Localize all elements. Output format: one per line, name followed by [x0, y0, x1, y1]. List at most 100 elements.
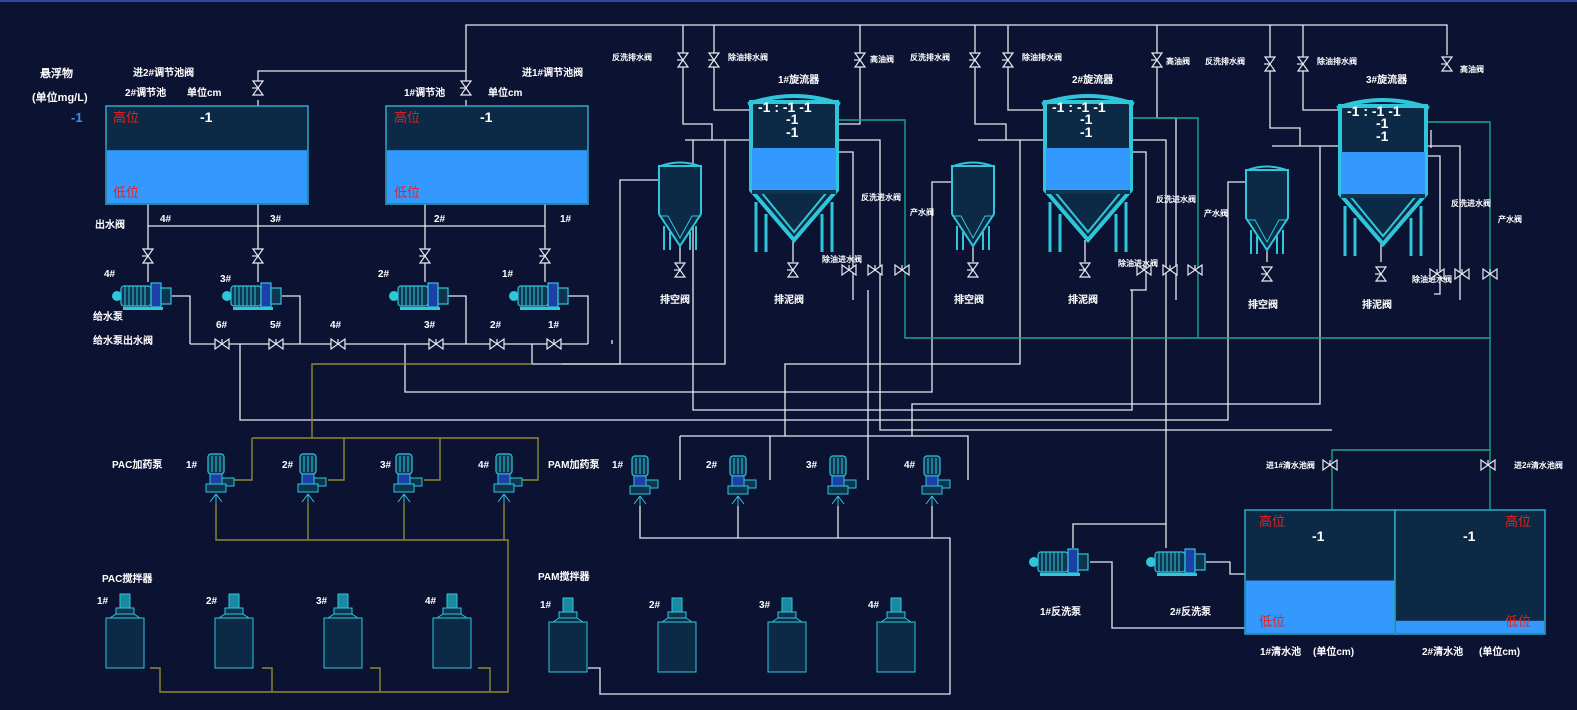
pam-pump-1[interactable] [629, 455, 659, 507]
tank-value: -1 [1312, 528, 1325, 544]
tank-unit: 单位cm [187, 86, 222, 99]
cyclone-2-group: 2#旋流器 反洗排水阀 除油排水阀 高油阀 -1 : -1 -1 -1 -1 排… [910, 52, 1228, 306]
c2-backwash-in-valve[interactable] [1162, 264, 1178, 276]
backwash-pump-2[interactable] [1145, 548, 1206, 577]
pump-num: 4# [904, 460, 916, 471]
pam-pump-3[interactable] [827, 455, 857, 507]
outlet-valve-4[interactable] [141, 248, 154, 264]
outlet-valve-1[interactable] [538, 248, 551, 264]
c1-vent-valve[interactable] [673, 262, 686, 278]
high-label: 高位 [1259, 514, 1285, 529]
suspended-unit: (单位mg/L) [32, 90, 88, 104]
feed-pump-3[interactable] [221, 282, 282, 311]
valve-num: 2# [490, 320, 502, 331]
c2-vent-valve[interactable] [966, 262, 979, 278]
tank-title: 1#调节池 [404, 86, 445, 99]
c2-desand-drain-valve[interactable] [1001, 52, 1014, 68]
c1-backwash-drain-valve[interactable] [676, 52, 689, 68]
c1-sludge-valve[interactable] [786, 262, 799, 278]
mixer-num: 2# [206, 596, 218, 607]
vent-vessel-1 [657, 161, 703, 251]
reading-row3: -1 [1376, 128, 1389, 144]
sludge-label: 排泥阀 [1362, 298, 1392, 311]
pac-mixer-1[interactable] [105, 593, 145, 669]
reading-row1: -1 : -1 -1 [758, 99, 812, 115]
backwash-pump-1[interactable] [1028, 548, 1089, 577]
c3-backwash-drain-valve[interactable] [1263, 56, 1276, 72]
c3-backwash-in-valve[interactable] [1454, 268, 1470, 280]
pam-mixer-3[interactable] [767, 597, 807, 673]
feed-outlet-valve-6[interactable] [214, 338, 230, 350]
clean-inlet-valve-2[interactable] [1480, 459, 1496, 471]
pam-mixer-2[interactable] [657, 597, 697, 673]
clean-inlet-valve-1[interactable] [1322, 459, 1338, 471]
outlet-num: 4# [160, 214, 172, 225]
feed-pump-4[interactable] [111, 282, 172, 311]
pam-mixer-4[interactable] [876, 597, 916, 673]
high-label: 高位 [1505, 514, 1531, 529]
tank-title: 2#清水池 [1422, 645, 1463, 658]
pac-mixer-labels: PAC搅拌器 1# 2# 3# 4# [97, 572, 437, 607]
pump-num: 3# [380, 460, 392, 471]
product-label: 产水阀 [1498, 214, 1522, 224]
clean-inlet-1-label: 进1#清水池阀 [1266, 460, 1315, 470]
backwash-pump-2-label: 2#反洗泵 [1170, 605, 1212, 618]
c1-desand-in-valve[interactable] [841, 264, 857, 276]
pac-pump-2[interactable] [297, 453, 327, 505]
c3-sludge-valve[interactable] [1374, 266, 1387, 282]
backwash-in-label: 反洗进水阀 [1451, 198, 1491, 208]
inlet-valve-1[interactable] [459, 80, 472, 96]
c3-oil-valve[interactable] [1440, 56, 1453, 72]
c3-desand-drain-valve[interactable] [1296, 56, 1309, 72]
feed-outlet-valve-1[interactable] [546, 338, 562, 350]
pac-mixer-4[interactable] [432, 593, 472, 669]
pump-num: 1# [612, 460, 624, 471]
adjustment-tank-1: 进1#调节池阀 1#调节池 单位cm 高位 低位 -1 [385, 66, 589, 205]
c1-backwash-in-valve[interactable] [867, 264, 883, 276]
c1-oil-valve[interactable] [853, 52, 866, 68]
c1-desand-drain-valve[interactable] [707, 52, 720, 68]
product-label: 产水阀 [910, 207, 934, 217]
outlet-valve-3[interactable] [251, 248, 264, 264]
tank-unit: (单位cm) [1479, 645, 1520, 658]
pac-mixer-2[interactable] [214, 593, 254, 669]
feed-pump-label: 给水泵 [93, 310, 124, 323]
pac-pump-4[interactable] [493, 453, 523, 505]
c2-desand-in-valve[interactable] [1136, 264, 1152, 276]
backwash-drain-label: 反洗排水阀 [910, 52, 950, 62]
tank-water-level [387, 150, 587, 203]
c2-oil-valve[interactable] [1150, 52, 1163, 68]
feed-outlet-valve-2[interactable] [489, 338, 505, 350]
desand-in-label: 除油进水阀 [1118, 258, 1158, 268]
pam-pump-2[interactable] [727, 455, 757, 507]
c2-product-valve[interactable] [1187, 264, 1203, 276]
pump-num: 4# [104, 269, 116, 280]
pac-mixer-3[interactable] [323, 593, 363, 669]
reading-row1: -1 : -1 -1 [1052, 99, 1106, 115]
feed-outlet-valve-3[interactable] [428, 338, 444, 350]
oil-valve-label: 高油阀 [1460, 64, 1484, 74]
feed-pump-2[interactable] [388, 282, 449, 311]
desand-drain-label: 除油排水阀 [728, 52, 768, 62]
pam-mixer-labels: PAM搅拌器 1# 2# 3# 4# [538, 570, 880, 611]
pam-pump-4[interactable] [921, 455, 951, 507]
outlet-valve-2[interactable] [418, 248, 431, 264]
feed-outlet-valve-5[interactable] [268, 338, 284, 350]
pump-num: 1# [502, 269, 514, 280]
inlet-valve-2[interactable] [251, 80, 264, 96]
mixer-num: 2# [649, 600, 661, 611]
oil-valve-label: 高油阀 [870, 54, 894, 64]
pac-pump-1[interactable] [205, 453, 235, 505]
backwash-pump-1-label: 1#反洗泵 [1040, 605, 1082, 618]
feed-pump-1[interactable] [508, 282, 569, 311]
feed-outlet-valve-4[interactable] [330, 338, 346, 350]
c1-product-valve[interactable] [894, 264, 910, 276]
c3-vent-valve[interactable] [1260, 266, 1273, 282]
mixer-num: 1# [540, 600, 552, 611]
pam-mixer-1[interactable] [548, 597, 588, 673]
tank-unit: 单位cm [488, 86, 523, 99]
c2-backwash-drain-valve[interactable] [968, 52, 981, 68]
c2-sludge-valve[interactable] [1078, 262, 1091, 278]
reading-row3: -1 [786, 124, 799, 140]
pac-pump-3[interactable] [393, 453, 423, 505]
